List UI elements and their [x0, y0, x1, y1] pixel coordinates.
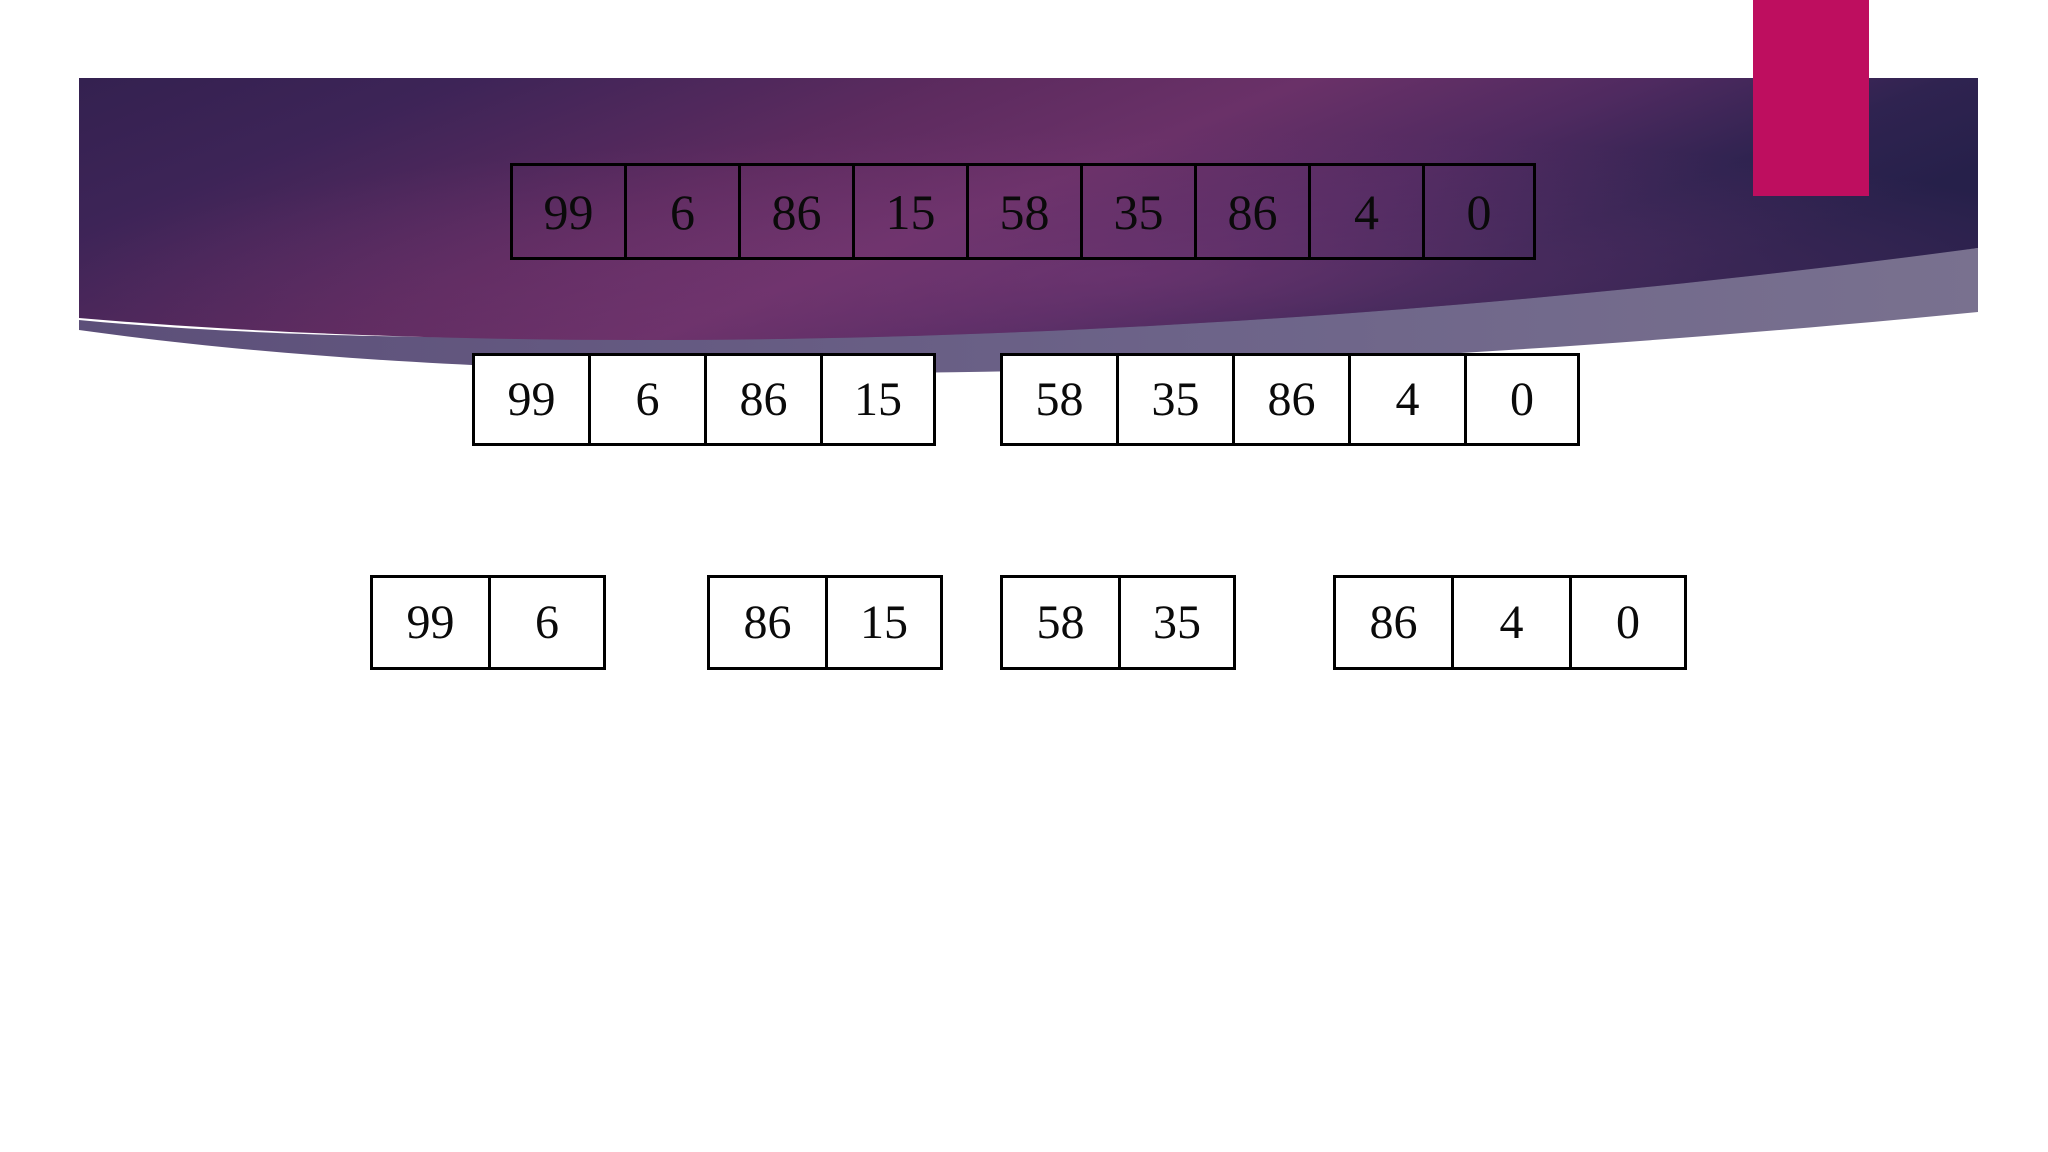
array-cell: 4	[1451, 575, 1569, 670]
array-cell: 4	[1308, 163, 1422, 260]
array-cell: 15	[820, 353, 936, 446]
array-cell: 6	[488, 575, 606, 670]
left-half-array: 99 6 86 15	[472, 353, 936, 446]
array-cell: 86	[738, 163, 852, 260]
array-cell: 0	[1422, 163, 1536, 260]
array-cell: 4	[1348, 353, 1464, 446]
array-cell: 58	[1000, 353, 1116, 446]
array-cell: 0	[1464, 353, 1580, 446]
array-cell: 35	[1116, 353, 1232, 446]
array-cell: 35	[1080, 163, 1194, 260]
array-cell: 86	[1194, 163, 1308, 260]
array-cell: 99	[370, 575, 488, 670]
array-cell: 0	[1569, 575, 1687, 670]
array-cell: 58	[1000, 575, 1118, 670]
array-cell: 86	[707, 575, 825, 670]
quarter-1-array: 99 6	[370, 575, 606, 670]
right-half-array: 58 35 86 4 0	[1000, 353, 1580, 446]
pink-accent-rectangle	[1753, 0, 1869, 196]
array-cell: 99	[510, 163, 624, 260]
array-cell: 86	[1232, 353, 1348, 446]
array-cell: 6	[624, 163, 738, 260]
array-cell: 35	[1118, 575, 1236, 670]
array-cell: 6	[588, 353, 704, 446]
array-cell: 58	[966, 163, 1080, 260]
array-cell: 15	[825, 575, 943, 670]
quarter-2-array: 86 15	[707, 575, 943, 670]
unsorted-array: 99 6 86 15 58 35 86 4 0	[510, 163, 1536, 260]
quarter-3-array: 58 35	[1000, 575, 1236, 670]
array-cell: 15	[852, 163, 966, 260]
array-cell: 86	[704, 353, 820, 446]
array-cell: 86	[1333, 575, 1451, 670]
array-cell: 99	[472, 353, 588, 446]
quarter-4-array: 86 4 0	[1333, 575, 1687, 670]
